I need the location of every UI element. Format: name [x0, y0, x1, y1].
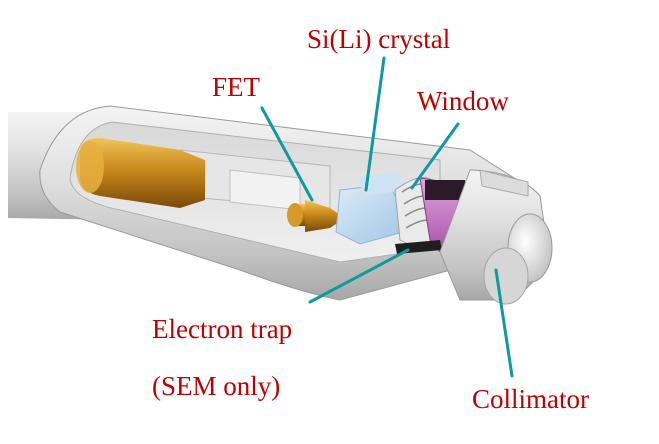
label-electron-trap: Electron trap: [152, 316, 292, 343]
label-window: Window: [417, 88, 509, 115]
label-collimator: Collimator: [472, 386, 589, 413]
label-sem-only: (SEM only): [152, 373, 280, 400]
label-fet: FET: [212, 74, 260, 101]
label-sili-crystal: Si(Li) crystal: [307, 26, 450, 53]
